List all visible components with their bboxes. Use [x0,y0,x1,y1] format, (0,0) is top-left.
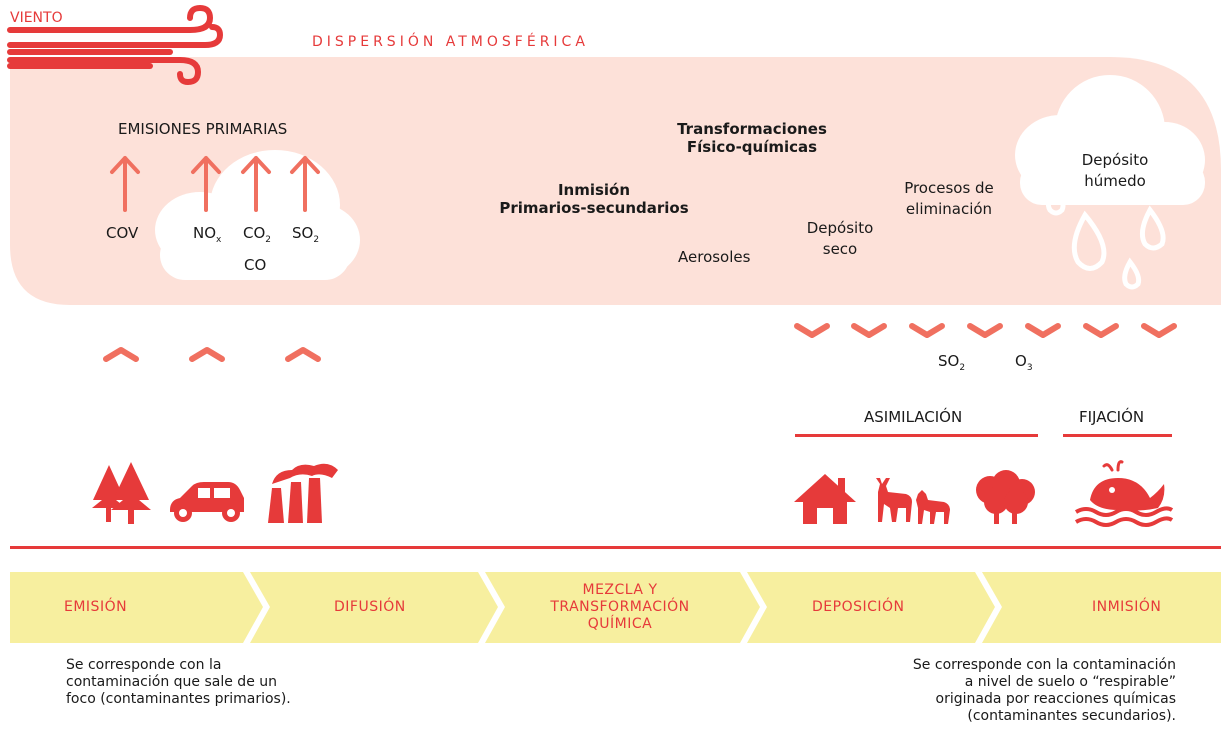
chevron-up-icon [103,347,139,362]
stage-inmision-label: INMISIÓN [1092,599,1162,615]
note-left: Se corresponde con la contaminación que … [66,657,291,707]
raindrop-icon [1045,183,1166,290]
stage-difusion-label: DIFUSIÓN [334,599,406,615]
house-icon [794,474,856,524]
wind-icon [7,4,224,86]
chevron-down-icon [909,323,945,338]
pollutant-nox: NOx [193,224,222,245]
fijacion-underline [1063,434,1172,437]
car-icon [170,482,244,522]
asimilacion-underline [795,434,1038,437]
emission-cloud-icon [155,150,360,280]
stage-emision-shape [10,572,263,643]
asimilacion-label: ASIMILACIÓN [864,408,963,426]
inmision-label: Inmisión Primarios-secundarios [499,181,689,217]
diagram-title: DISPERSIÓN ATMOSFÉRICA [312,34,589,50]
arrow-up-icon [290,156,320,212]
note-right: Se corresponde con la contaminación a ni… [912,657,1176,724]
chevron-down-icon [967,323,1003,338]
deposito-humedo-label: Depósito húmedo [1081,151,1149,190]
factory-icon [268,463,338,523]
emission-arrows [110,156,320,212]
transformations-label: Transformaciones Físico-químicas [677,120,827,156]
stage-mezcla-label: MEZCLA Y TRANSFORMACIÓN QUÍMICA [550,582,690,632]
chevron-down-icon [794,323,830,338]
chevron-down-icon [1083,323,1119,338]
stage-difusion-shape [250,572,498,643]
chevron-down-icon [851,323,887,338]
wind-label: VIENTO [10,10,63,26]
up-chevrons [103,347,321,362]
pollutant-co: CO [244,256,267,274]
deer-icon [876,478,950,524]
procesos-eliminacion-label: Procesos de eliminación [904,179,994,218]
ground-line [10,546,1221,549]
arrow-up-icon [241,156,271,212]
arrow-up-icon [110,156,140,212]
stage-deposicion-shape [747,572,995,643]
stage-band [10,572,1221,643]
arrow-up-icon [191,156,221,212]
stage-inmision-shape [982,572,1221,643]
deposito-seco-label: Depósito seco [806,219,874,258]
stage-deposicion-label: DEPOSICIÓN [812,599,905,615]
ground-o3: O3 [1015,352,1033,373]
pollutant-so2: SO2 [292,224,320,245]
whale-icon [1074,460,1174,527]
chevron-up-icon [285,347,321,362]
tree-icon [92,462,151,524]
chevron-down-icon [1141,323,1177,338]
stage-emision-label: EMISIÓN [64,599,128,615]
aerosoles-label: Aerosoles [678,248,751,266]
stage-mezcla-shape [485,572,760,643]
pollutant-cov: COV [106,224,139,242]
ground-so2: SO2 [938,352,966,373]
tree-cluster-icon [976,470,1035,524]
chevron-down-icon [1025,323,1061,338]
emissions-title: EMISIONES PRIMARIAS [118,120,288,138]
fijacion-label: FIJACIÓN [1079,408,1145,426]
pollutant-co2: CO2 [243,224,272,245]
chevron-up-icon [189,347,225,362]
rain-cloud-icon [1015,75,1205,205]
down-chevrons [794,323,1177,338]
